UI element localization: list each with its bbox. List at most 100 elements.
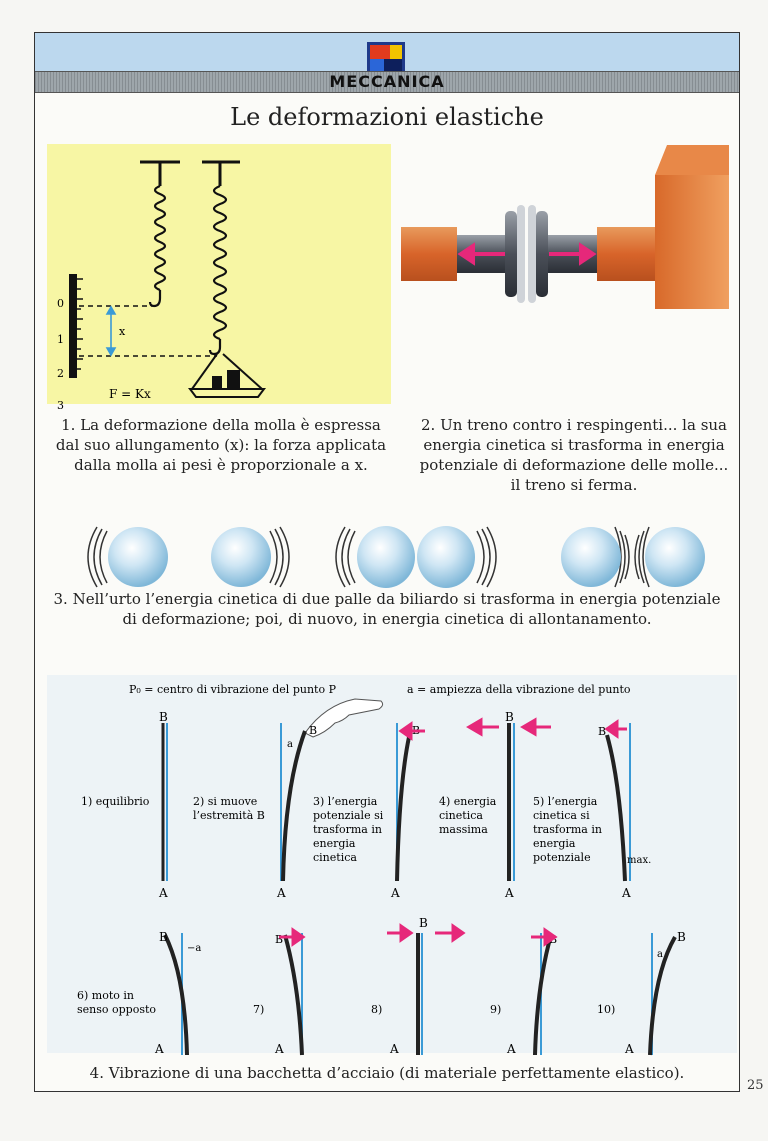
formula-label: F = Kx xyxy=(109,387,151,401)
arrow-left-icon xyxy=(466,717,483,737)
stage-10-label: 10) xyxy=(597,1003,615,1016)
balls-illustration xyxy=(87,526,705,588)
caption-2-line: il treno si ferma. xyxy=(510,476,638,494)
caption-1-line: dalla molla ai pesi è proporzionale a x. xyxy=(74,456,368,474)
arrow-right-icon xyxy=(399,923,414,943)
legend-p0: P₀ = centro di vibrazione del punto P xyxy=(129,683,337,696)
rod-stage-2 xyxy=(281,730,307,882)
amplitude-label: a xyxy=(657,949,663,960)
end-label-b: B xyxy=(159,930,168,944)
billiard-ball xyxy=(357,526,415,588)
arrow-left-icon xyxy=(398,721,413,741)
ruler-label-1: 1 xyxy=(57,333,64,346)
stage-5-label: 5) l’energia xyxy=(533,795,598,808)
stage-7-label: 7) xyxy=(253,1003,264,1016)
end-label-b: B xyxy=(505,710,514,724)
ruler-label-2: 2 xyxy=(57,367,64,380)
end-label-a: A xyxy=(390,886,400,900)
caption-2-line: 2. Un treno contro i respingenti... la s… xyxy=(421,416,727,434)
arrow-right-icon xyxy=(543,927,558,947)
rod-stage-7 xyxy=(283,934,304,1056)
end-label-a: A xyxy=(154,1042,164,1056)
page-number: 25 xyxy=(747,1078,764,1093)
rod-stage-3 xyxy=(395,736,411,882)
section-logo-icon xyxy=(367,42,405,74)
stage-1-label: 1) equilibrio xyxy=(81,795,150,808)
caption-1-line: dal suo allungamento (x): la forza appli… xyxy=(55,436,387,454)
figure-train-buffers xyxy=(397,141,731,311)
stage-5-label: potenziale xyxy=(533,851,591,864)
end-label-a: A xyxy=(621,886,631,900)
end-label-a: A xyxy=(624,1042,634,1056)
billiard-ball xyxy=(211,527,271,587)
stage-3-label: cinetica xyxy=(313,851,357,864)
rod-stage-9 xyxy=(533,934,553,1056)
ruler xyxy=(69,274,77,378)
caption-3-line: 3. Nell’urto l’energia cinetica di due p… xyxy=(53,590,721,608)
end-label-b: B xyxy=(275,933,283,946)
rod-vibration-diagram: P₀ = centro di vibrazione del punto P a … xyxy=(77,683,686,1056)
stage-5-label: cinetica si xyxy=(533,809,590,822)
caption-1-line: 1. La deformazione della molla è espress… xyxy=(61,416,381,434)
stage-5-label: energia xyxy=(533,837,576,850)
right-spring-coil xyxy=(208,184,228,356)
stage-6-label: 6) moto in xyxy=(77,989,134,1002)
page-frame: MECCANICA Le deformazioni elastiche xyxy=(34,32,740,1092)
end-label-a: A xyxy=(506,1042,516,1056)
end-label-b: B xyxy=(677,930,686,944)
figure-rod-vibration: P₀ = centro di vibrazione del punto P a … xyxy=(47,675,737,1056)
stage-6-label: senso opposto xyxy=(77,1003,156,1016)
caption-2: 2. Un treno contro i respingenti... la s… xyxy=(413,415,735,495)
figure-billiard-balls xyxy=(65,513,705,603)
arrow-right-icon xyxy=(451,923,466,943)
ruler-label-3: 3 xyxy=(57,399,64,412)
end-label-a: A xyxy=(389,1042,399,1056)
rod-stage-5 xyxy=(605,734,627,882)
max-label: max. xyxy=(627,855,651,866)
amplitude-label: a xyxy=(287,739,293,750)
end-label-b: B xyxy=(419,916,428,930)
arrow-left-icon xyxy=(604,719,619,739)
stage-4-label: 4) energia xyxy=(439,795,497,808)
stage-3-label: trasforma in xyxy=(313,823,382,836)
caption-2-line: energia cinetica si trasforma in energia xyxy=(423,436,725,454)
page-title: Le deformazioni elastiche xyxy=(230,103,544,131)
billiard-ball xyxy=(645,527,705,587)
stage-4-label: massima xyxy=(439,823,488,836)
hand-icon xyxy=(304,698,384,738)
stage-3-label: 3) l’energia xyxy=(313,795,378,808)
caption-2-line: potenziale di deformazione delle molle..… xyxy=(419,456,729,474)
arrow-right-icon xyxy=(291,927,306,947)
stage-3-label: potenziale si xyxy=(313,809,384,822)
section-label: MECCANICA xyxy=(329,72,445,91)
stage-3-label: energia xyxy=(313,837,356,850)
arrow-left-icon xyxy=(520,717,537,737)
end-label-b: B xyxy=(598,725,606,738)
caption-3: 3. Nell’urto l’energia cinetica di due p… xyxy=(35,589,739,629)
rod-stage-10 xyxy=(648,935,677,1056)
buffers-illustration xyxy=(401,145,729,309)
caption-4: 4. Vibrazione di una bacchetta d’acciaio… xyxy=(89,1064,685,1082)
billiard-ball xyxy=(417,526,475,588)
stage-5-label: trasforma in xyxy=(533,823,602,836)
stage-2-label: l’estremità B xyxy=(193,809,265,822)
end-label-b: B xyxy=(159,710,168,724)
stage-2-label: 2) si muove xyxy=(193,795,257,808)
legend-a: a = ampiezza della vibrazione del punto xyxy=(407,683,631,696)
amplitude-label: −a xyxy=(187,943,201,954)
ruler-label-0: 0 xyxy=(57,297,64,310)
rod-stage-6 xyxy=(163,934,189,1056)
section-bar: MECCANICA xyxy=(35,71,739,93)
springs-illustration: 0 1 2 3 x F = Kx xyxy=(57,160,266,412)
end-label-a: A xyxy=(158,886,168,900)
end-label-a: A xyxy=(274,1042,284,1056)
caption-1: 1. La deformazione della molla è espress… xyxy=(49,415,393,475)
caption-3-line: di deformazione; poi, di nuovo, in energ… xyxy=(122,610,652,628)
left-spring-coil xyxy=(148,184,167,308)
end-label-a: A xyxy=(276,886,286,900)
figure-springs: 0 1 2 3 x F = Kx xyxy=(47,144,391,412)
billiard-ball xyxy=(561,527,621,587)
end-label-b: B xyxy=(309,724,317,737)
stage-9-label: 9) xyxy=(490,1003,501,1016)
billiard-ball xyxy=(108,527,168,587)
